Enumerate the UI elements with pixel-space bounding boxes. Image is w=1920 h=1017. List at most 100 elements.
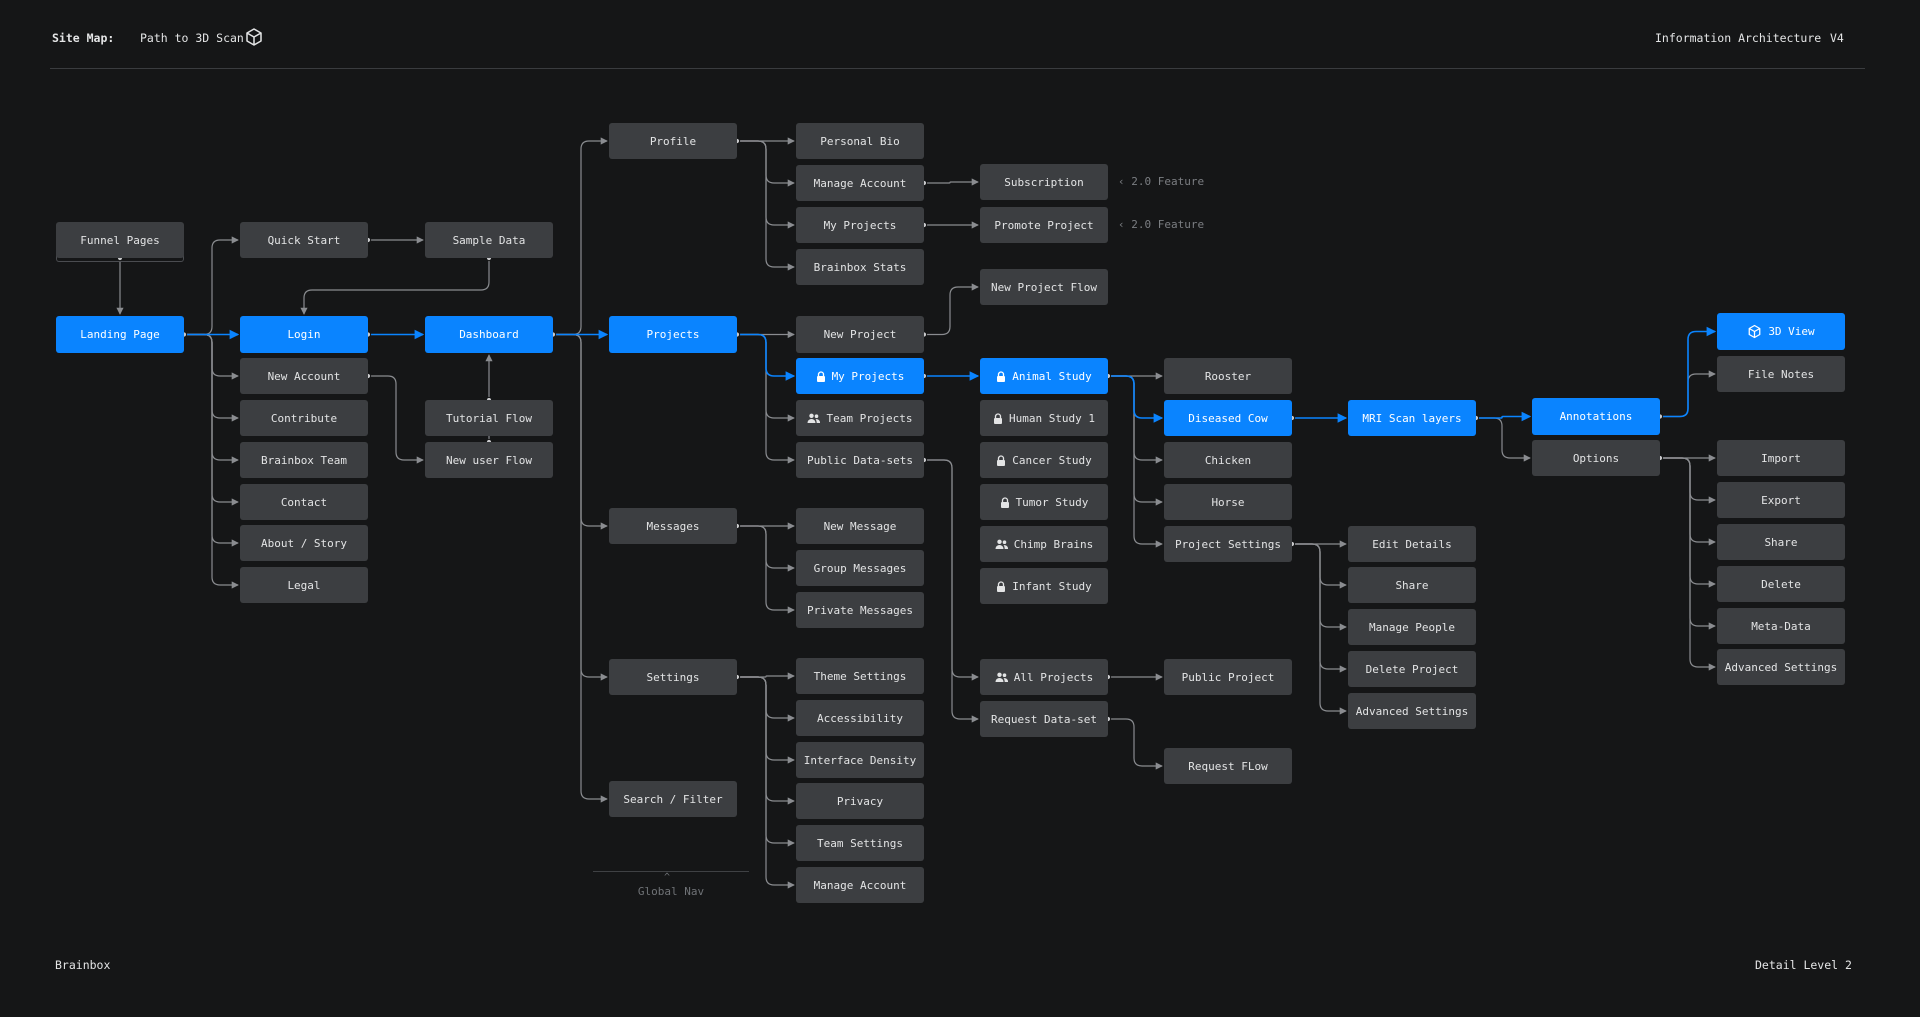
caret-up-icon: ^ — [664, 872, 671, 883]
node-messages[interactable]: Messages — [609, 508, 737, 544]
node-horse[interactable]: Horse — [1164, 484, 1292, 520]
node-brainbox-team[interactable]: Brainbox Team — [240, 442, 368, 478]
node-chicken[interactable]: Chicken — [1164, 442, 1292, 478]
lock-icon — [1000, 496, 1009, 508]
node-label: Tumor Study — [1015, 495, 1089, 509]
node-funnel-pages[interactable]: Funnel Pages — [56, 222, 184, 258]
connector — [184, 333, 239, 464]
node-profile[interactable]: Profile — [609, 123, 737, 159]
node-label: Animal Study — [1012, 369, 1092, 383]
node-privacy[interactable]: Privacy — [796, 783, 924, 819]
node-new-account[interactable]: New Account — [240, 358, 368, 394]
node-animal-study[interactable]: Animal Study — [980, 358, 1108, 394]
connector — [1660, 457, 1716, 588]
node-manage-account[interactable]: Manage Account — [796, 165, 924, 201]
node-team-projects[interactable]: Team Projects — [796, 400, 924, 436]
node-projects[interactable]: Projects — [609, 316, 737, 353]
node-request-flow[interactable]: Request FLow — [1164, 748, 1292, 784]
node-label: All Projects — [1013, 670, 1094, 684]
node-request-data-set[interactable]: Request Data-set — [980, 701, 1108, 737]
connector — [737, 672, 795, 680]
node-theme-settings[interactable]: Theme Settings — [796, 658, 924, 694]
node-personal-bio[interactable]: Personal Bio — [796, 123, 924, 159]
node-contribute[interactable]: Contribute — [240, 400, 368, 436]
connector — [184, 333, 239, 380]
node-options[interactable]: Options — [1532, 440, 1660, 476]
node-edit-details[interactable]: Edit Details — [1348, 526, 1476, 562]
node-diseased-cow[interactable]: Diseased Cow — [1164, 400, 1292, 436]
node-chimp-brains[interactable]: Chimp Brains — [980, 526, 1108, 562]
node-delete-project[interactable]: Delete Project — [1348, 651, 1476, 687]
node-settings-manage-account[interactable]: Manage Account — [796, 867, 924, 903]
node-new-user-flow[interactable]: New user Flow — [425, 442, 553, 478]
node-project-advanced-settings[interactable]: Advanced Settings — [1348, 693, 1476, 729]
node-promote-project[interactable]: Promote Project — [980, 207, 1108, 243]
connector — [924, 178, 979, 186]
note-text: 2.0 Feature — [1131, 175, 1205, 188]
lock-icon — [997, 454, 1006, 466]
node-login[interactable]: Login — [240, 316, 368, 353]
node-options-share[interactable]: Share — [1717, 524, 1845, 560]
connector — [1108, 375, 1164, 423]
node-meta-data[interactable]: Meta-Data — [1717, 608, 1845, 644]
node-search-filter[interactable]: Search / Filter — [609, 781, 737, 817]
node-private-messages[interactable]: Private Messages — [796, 592, 924, 628]
connector — [300, 258, 490, 315]
node-landing-page[interactable]: Landing Page — [56, 316, 184, 353]
node-delete[interactable]: Delete — [1717, 566, 1845, 602]
node-tumor-study[interactable]: Tumor Study — [980, 484, 1108, 520]
node-mri-scan-layers[interactable]: MRI Scan layers — [1348, 400, 1476, 436]
node-label: Team Projects — [826, 411, 913, 425]
doc-title: Information Architecture — [1655, 31, 1822, 45]
people-icon — [807, 413, 821, 423]
node-my-projects[interactable]: My Projects — [796, 358, 924, 394]
node-export[interactable]: Export — [1717, 482, 1845, 518]
node-sample-data[interactable]: Sample Data — [425, 222, 553, 258]
connector — [737, 140, 795, 271]
node-cancer-study[interactable]: Cancer Study — [980, 442, 1108, 478]
node-interface-density[interactable]: Interface Density — [796, 742, 924, 778]
node-new-message[interactable]: New Message — [796, 508, 924, 544]
node-new-project-flow[interactable]: New Project Flow — [980, 269, 1108, 305]
node-accessibility[interactable]: Accessibility — [796, 700, 924, 736]
node-brainbox-stats[interactable]: Brainbox Stats — [796, 249, 924, 285]
node-project-settings[interactable]: Project Settings — [1164, 526, 1292, 562]
chevron-left-icon: ‹ — [1118, 218, 1125, 231]
node-tutorial-flow[interactable]: Tutorial Flow — [425, 400, 553, 436]
node-settings[interactable]: Settings — [609, 659, 737, 695]
node-options-advanced-settings[interactable]: Advanced Settings — [1717, 649, 1845, 685]
node-manage-people[interactable]: Manage People — [1348, 609, 1476, 645]
node-all-projects[interactable]: All Projects — [980, 659, 1108, 695]
node-legal[interactable]: Legal — [240, 567, 368, 603]
node-about-story[interactable]: About / Story — [240, 525, 368, 561]
site-map-label: Site Map: — [52, 31, 115, 45]
node-import[interactable]: Import — [1717, 440, 1845, 476]
node-project-share[interactable]: Share — [1348, 567, 1476, 603]
node-quick-start[interactable]: Quick Start — [240, 222, 368, 258]
lock-icon — [997, 370, 1006, 382]
node-infant-study[interactable]: Infant Study — [980, 568, 1108, 604]
node-label: Chimp Brains — [1013, 537, 1094, 551]
node-public-project[interactable]: Public Project — [1164, 659, 1292, 695]
node-file-notes[interactable]: File Notes — [1717, 356, 1845, 392]
node-new-project[interactable]: New Project — [796, 316, 924, 353]
node-contact[interactable]: Contact — [240, 484, 368, 520]
connector — [1660, 326, 1717, 418]
node-3d-view[interactable]: 3D View — [1717, 313, 1845, 350]
node-dashboard[interactable]: Dashboard — [425, 316, 553, 353]
chevron-left-icon: ‹ — [1118, 175, 1125, 188]
connector — [1108, 375, 1163, 506]
node-subscription[interactable]: Subscription — [980, 164, 1108, 200]
note-subscription: ‹ 2.0 Feature — [1118, 175, 1204, 188]
node-group-messages[interactable]: Group Messages — [796, 550, 924, 586]
lock-icon — [993, 412, 1002, 424]
node-annotations[interactable]: Annotations — [1532, 398, 1660, 435]
node-profile-my-projects[interactable]: My Projects — [796, 207, 924, 243]
node-human-study[interactable]: Human Study 1 — [980, 400, 1108, 436]
node-rooster[interactable]: Rooster — [1164, 358, 1292, 394]
connector — [368, 375, 424, 464]
node-team-settings[interactable]: Team Settings — [796, 825, 924, 861]
connector — [1292, 543, 1347, 589]
node-public-data-sets[interactable]: Public Data-sets — [796, 442, 924, 478]
connector — [553, 333, 608, 530]
